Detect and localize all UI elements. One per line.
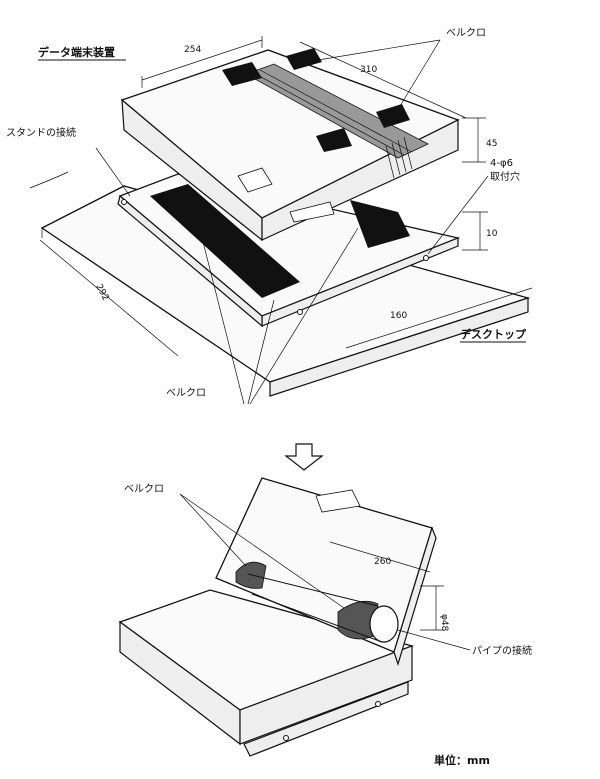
mount-hole-right [423,255,429,261]
mount-hole-front [297,309,303,315]
support-pipe [247,573,399,643]
dim-260: 260 [374,557,391,567]
bottom-assembly-figure: ベルクロ パイプの接続 260 φ48 単位：mm [118,477,532,767]
terminal-label: データ端末装置 [38,45,115,59]
velcro-pad-left [150,184,300,298]
down-arrow-icon [284,443,324,471]
leader-lines-bottom [179,493,471,651]
velcro-label-bottom: ベルクロ [124,483,164,495]
unit-label: 単位：mm [434,753,490,767]
stand-connection-label: スタンドの接続 [6,126,76,139]
leader-lines-top [95,39,489,405]
velcro-label-mid: ベルクロ [166,387,206,399]
dim-254: 254 [184,45,201,55]
mount-hole-back [121,199,127,205]
dim-310: 310 [360,65,377,75]
data-terminal-device [120,48,460,242]
desktop-label: デスクトップ [460,327,527,341]
velcro-pad-right [350,200,410,248]
velcro-strap-left [235,561,267,589]
mount-holes-spec-label: 4-φ6 [490,158,513,169]
mount-hole-b2 [375,701,381,707]
base-plate [118,589,415,757]
dim-45: 45 [486,139,497,149]
velcro-label-top: ベルクロ [446,27,486,39]
dim-292: 292 [93,283,110,303]
top-assembly-figure: データ端末装置 スタンドの接続 ベルクロ 4-φ6 取付穴 デスクトップ ベルク… [6,27,533,405]
mount-hole-b1 [283,735,289,741]
mount-holes-label: 取付穴 [490,170,520,183]
dim-48: φ48 [439,614,449,632]
dim-160: 160 [390,311,407,321]
pipe-connection-label: パイプの接続 [472,644,532,657]
dimension-lines-top [39,36,533,357]
dim-10: 10 [486,229,498,239]
dimension-lines-bottom [329,541,444,631]
